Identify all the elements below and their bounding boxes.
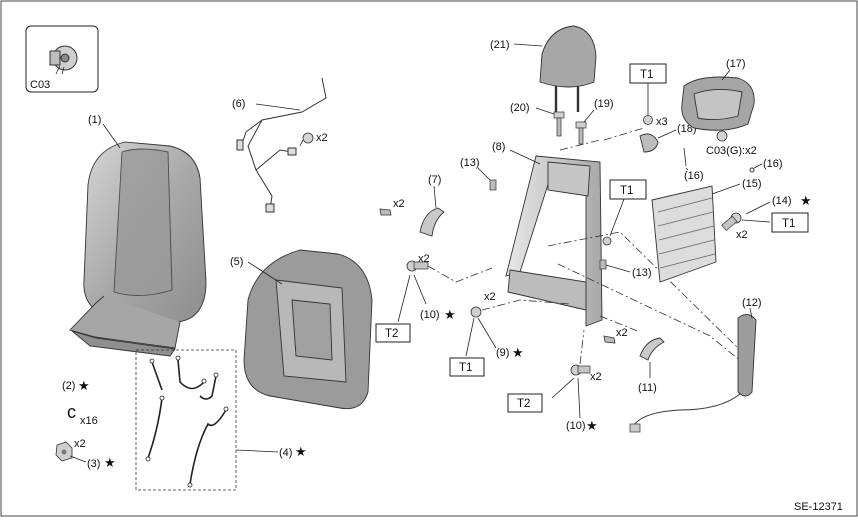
seat-back-frame <box>505 155 603 327</box>
star-10b: ★ <box>586 418 598 433</box>
label-16a: (16) <box>763 158 783 170</box>
lumbar-support-15 <box>651 185 717 283</box>
side-airbag-12 <box>629 314 757 433</box>
qty-9: x2 <box>484 291 496 303</box>
qty-10a: x2 <box>418 253 430 265</box>
torque-t1-mid-label: T1 <box>620 185 633 197</box>
pin-16a <box>749 167 755 173</box>
bolt-14 <box>721 212 742 232</box>
torque-t1-top-label: T1 <box>640 69 653 81</box>
headrest-guide-20 <box>553 111 565 137</box>
qty-17: C03(G):x2 <box>706 145 757 157</box>
qty-6: x2 <box>316 132 328 144</box>
torque-t2-left-label: T2 <box>385 328 398 340</box>
headrest-21 <box>539 25 597 118</box>
star-2: ★ <box>78 378 90 393</box>
legend-c03: C03 <box>25 25 99 93</box>
torque-t1-mid <box>609 179 647 200</box>
label-10a: (10) <box>420 309 440 321</box>
star-9: ★ <box>512 345 524 360</box>
label-20: (20) <box>510 102 530 114</box>
bracket-7 <box>379 207 445 237</box>
label-13a: (13) <box>460 157 480 169</box>
hog-ring-set-box <box>135 349 237 491</box>
label-2: (2) <box>62 380 75 392</box>
label-7: (7) <box>428 174 441 186</box>
label-19: (19) <box>594 98 614 110</box>
torque-t2-low <box>507 393 543 413</box>
torque-t1-right-label: T1 <box>782 218 795 230</box>
clip-6-icon <box>299 132 314 147</box>
seat-back-pad <box>243 249 373 410</box>
part-18 <box>639 133 659 153</box>
legend-code: C03 <box>30 79 50 91</box>
label-13b: (13) <box>632 267 652 279</box>
label-3: (3) <box>87 458 100 470</box>
bolt-10b <box>570 364 591 376</box>
qty-11: x2 <box>616 327 628 339</box>
reference-number: SE-12371 <box>794 501 843 513</box>
label-10b: (10) <box>566 420 586 432</box>
label-16b: (16) <box>684 170 704 182</box>
headrest-guide-19 <box>575 121 587 145</box>
label-8: (8) <box>492 141 505 153</box>
qty-3: x2 <box>74 438 86 450</box>
seat-back-cover <box>69 141 207 357</box>
clip-c03-icon <box>49 45 78 75</box>
torque-t2-left <box>375 323 411 343</box>
harness-6 <box>236 77 327 213</box>
qty-18: x3 <box>656 116 668 128</box>
torque-t1-low-label: T1 <box>459 362 472 374</box>
qty-14: x2 <box>736 229 748 241</box>
part-13a <box>489 179 497 191</box>
star-14: ★ <box>800 193 812 208</box>
bracket-3-icon <box>55 441 73 462</box>
pin-16b <box>683 147 687 167</box>
label-6: (6) <box>232 98 245 110</box>
qty-7: x2 <box>393 198 405 210</box>
hog-ring-clip-icon: c <box>67 402 76 422</box>
nut-18 <box>643 115 653 125</box>
clip-c03g-icon <box>716 130 728 142</box>
label-9: (9) <box>496 347 509 359</box>
torque-t1-right <box>771 212 809 233</box>
label-21: (21) <box>490 39 510 51</box>
part-13b <box>599 259 607 270</box>
label-17: (17) <box>726 58 746 70</box>
hog-ring-wires <box>147 359 227 485</box>
qty-10b: x2 <box>590 371 602 383</box>
label-11: (11) <box>638 382 657 394</box>
nut-9 <box>470 306 482 318</box>
torque-t1-low <box>449 357 485 377</box>
label-1: (1) <box>88 114 101 126</box>
label-12: (12) <box>742 297 762 309</box>
label-15: (15) <box>742 178 762 190</box>
top-cover-17 <box>681 76 755 131</box>
star-10a: ★ <box>444 307 456 322</box>
star-3: ★ <box>104 455 116 470</box>
label-4: (4) <box>279 447 292 459</box>
torque-t2-low-label: T2 <box>517 398 530 410</box>
label-14: (14) <box>772 195 792 207</box>
star-4: ★ <box>295 444 307 459</box>
bracket-11 <box>603 335 665 361</box>
qty-2: x16 <box>80 415 98 427</box>
nut-mid <box>602 236 612 246</box>
label-5: (5) <box>230 256 243 268</box>
bolt-10a <box>406 260 429 272</box>
